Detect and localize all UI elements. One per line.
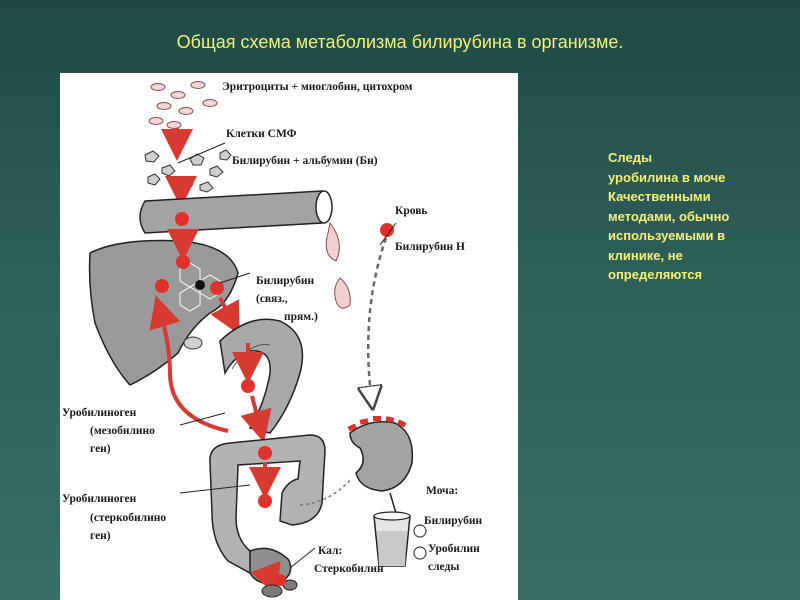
label-bilirubin-conj-3: прям.)	[284, 311, 318, 323]
erythrocytes-group	[148, 81, 218, 129]
label-urobilinogen-meso-1: Уробилиноген	[62, 407, 137, 419]
marker-liver-in	[176, 255, 190, 269]
label-urobilinogen-meso-3: ген)	[90, 443, 111, 455]
side-note-line: методами, обычно	[608, 208, 730, 224]
label-bilirubin-n: Билирубин Н	[395, 241, 465, 253]
marker-intestine	[258, 446, 272, 460]
marker-vessel	[175, 212, 189, 226]
marker-urine-bilirubin	[413, 524, 427, 538]
blood-drop	[334, 277, 351, 309]
side-note: Следы уробилина в моче Качественными мет…	[608, 148, 788, 285]
feces	[261, 579, 298, 598]
marker-colon	[258, 494, 272, 508]
side-note-line: уробилина в моче	[608, 169, 726, 185]
label-urine-urobilin-1: Уробилин	[428, 543, 480, 555]
marker-feces	[274, 574, 286, 586]
label-urobilinogen-sterco-3: ген)	[90, 530, 111, 542]
label-urine-urobilin-2: следы	[428, 561, 460, 573]
side-note-line: определяются	[608, 267, 703, 282]
slide-title: Общая схема метаболизма билирубина в орг…	[176, 32, 624, 52]
label-erythrocytes: Эритроциты + миоглобин, цитохром	[222, 81, 413, 93]
marker-liver-left	[155, 279, 169, 293]
side-note-line: Качественными	[608, 189, 711, 204]
urine-glass	[373, 511, 411, 567]
label-bilirubin-albumin: Билирубин + альбумин (Бн)	[232, 155, 378, 167]
marker-urine-urobilin	[413, 546, 427, 560]
label-blood: Кровь	[395, 205, 428, 217]
leader-lines	[177, 142, 397, 569]
marker-duodenum	[241, 379, 255, 393]
mps-cells-group	[144, 149, 232, 193]
label-urobilinogen-sterco-2: (стеркобилино	[90, 512, 167, 524]
label-urine-bilirubin: Билирубин	[424, 515, 483, 527]
duodenum	[219, 318, 304, 434]
marker-liver-conj	[210, 281, 224, 295]
label-feces-1: Кал:	[318, 545, 343, 557]
diagram-panel: Эритроциты + миоглобин, цитохром Клетки …	[60, 73, 518, 600]
label-feces-2: Стеркобилин	[314, 563, 384, 575]
marker-blood	[380, 223, 394, 237]
dashed-intestine-kidney	[299, 477, 353, 506]
label-urobilinogen-meso-2: (мезобилино	[90, 425, 155, 437]
label-urine: Моча:	[426, 485, 459, 497]
gallbladder	[183, 336, 203, 350]
label-urobilinogen-sterco-1: Уробилиноген	[62, 493, 137, 505]
side-note-line: используемыми в	[608, 228, 726, 243]
side-note-line: Следы	[608, 150, 653, 165]
arrow-enterohepatic	[149, 295, 229, 433]
bilirubin-metabolism-diagram	[88, 81, 427, 598]
side-note-line: клинике, не	[608, 247, 683, 263]
label-mps-cells: Клетки СМФ	[226, 128, 297, 140]
arrow-to-intestine	[240, 395, 272, 443]
arrow-blood-to-kidney	[368, 237, 388, 403]
kidney	[347, 416, 414, 530]
label-bilirubin-conj-1: Билирубин	[256, 275, 315, 287]
liver	[88, 239, 239, 386]
label-bilirubin-conj-2: (связ.,	[256, 293, 288, 305]
arrow-to-duodenum	[210, 297, 240, 336]
